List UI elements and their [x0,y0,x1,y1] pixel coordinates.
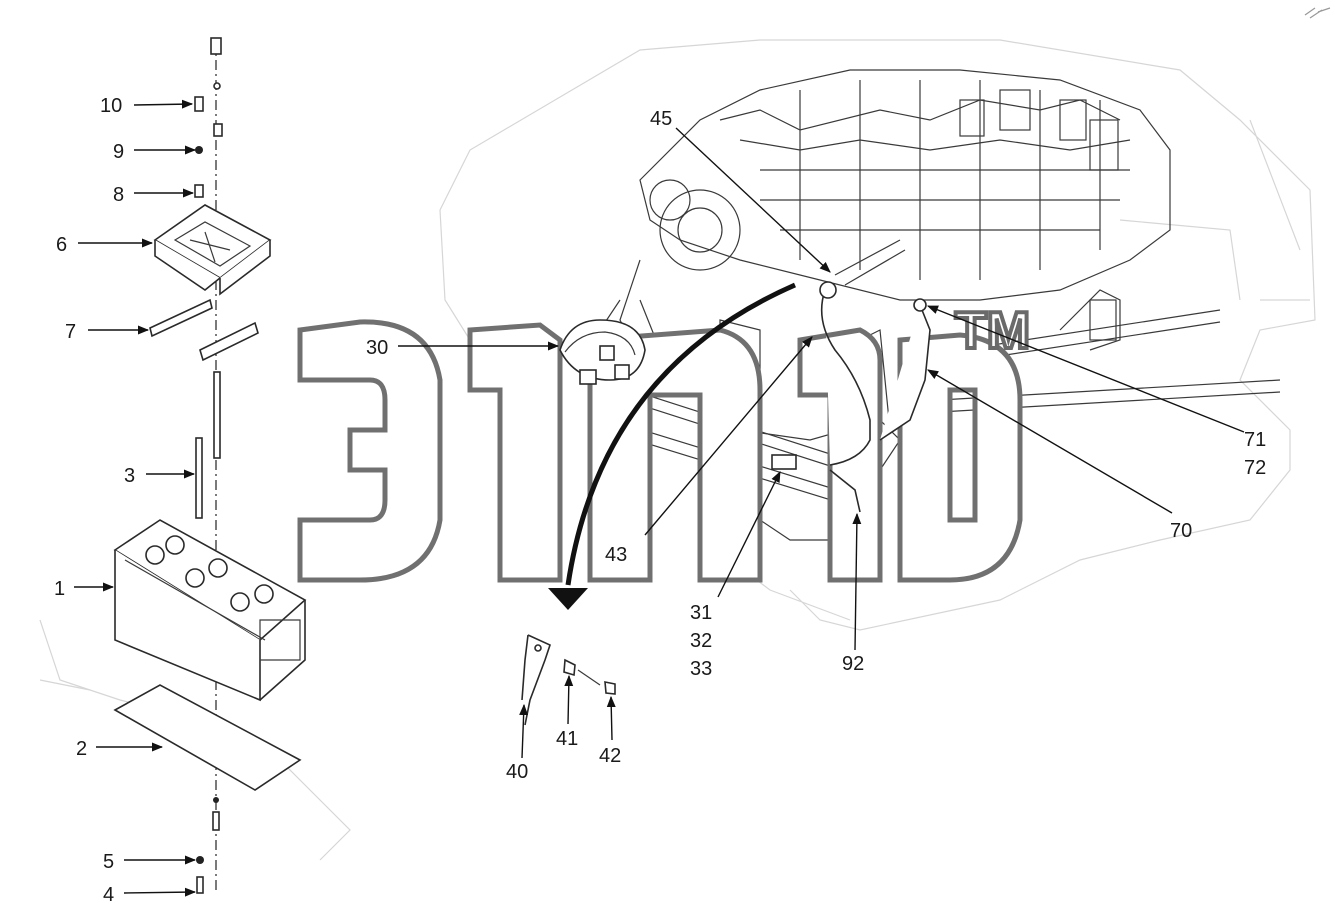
battery-base-mat [113,684,302,791]
detail-pointer-arrowhead [548,588,588,610]
bottom-fasteners [196,797,220,894]
callout-3: 3 [124,465,135,487]
rubber-pad-lower [199,321,259,362]
rubber-pad-top [149,298,213,338]
battery-hardware-stack [194,37,223,198]
callout-92: 92 [842,653,864,675]
callout-42: 42 [599,745,621,767]
wiring-harness [559,319,646,385]
callout-40: 40 [506,761,528,783]
callout-1: 1 [54,578,65,600]
callout-7: 7 [65,321,76,343]
callout-8: 8 [113,184,124,206]
callout-45: 45 [650,108,672,130]
tie-rod-right [213,371,221,459]
callout-4: 4 [103,884,114,906]
callout-31: 31 [690,602,712,624]
callout-72: 72 [1244,457,1266,479]
callout-71: 71 [1244,429,1266,451]
detail-pointer-arrow [565,282,796,586]
battery [113,519,307,702]
ground-bracket-detail [521,634,616,726]
tie-rod-left [195,437,203,519]
battery-clamp-frame [153,204,272,296]
callout-33: 33 [690,658,712,680]
corner-mark [1304,7,1331,19]
callout-30: 30 [366,337,388,359]
callout-43: 43 [605,544,627,566]
callout-70: 70 [1170,520,1192,542]
callout-32: 32 [690,630,712,652]
callout-labels: 10 9 8 6 7 3 1 2 5 4 30 45 43 31 32 33 9… [54,95,1266,906]
leader-lines [74,99,1245,897]
ground-cables [771,239,931,513]
callout-2: 2 [76,738,87,760]
callout-5: 5 [103,851,114,873]
callout-6: 6 [56,234,67,256]
callout-9: 9 [113,141,124,163]
callout-10: 10 [100,95,122,117]
callout-41: 41 [556,728,578,750]
